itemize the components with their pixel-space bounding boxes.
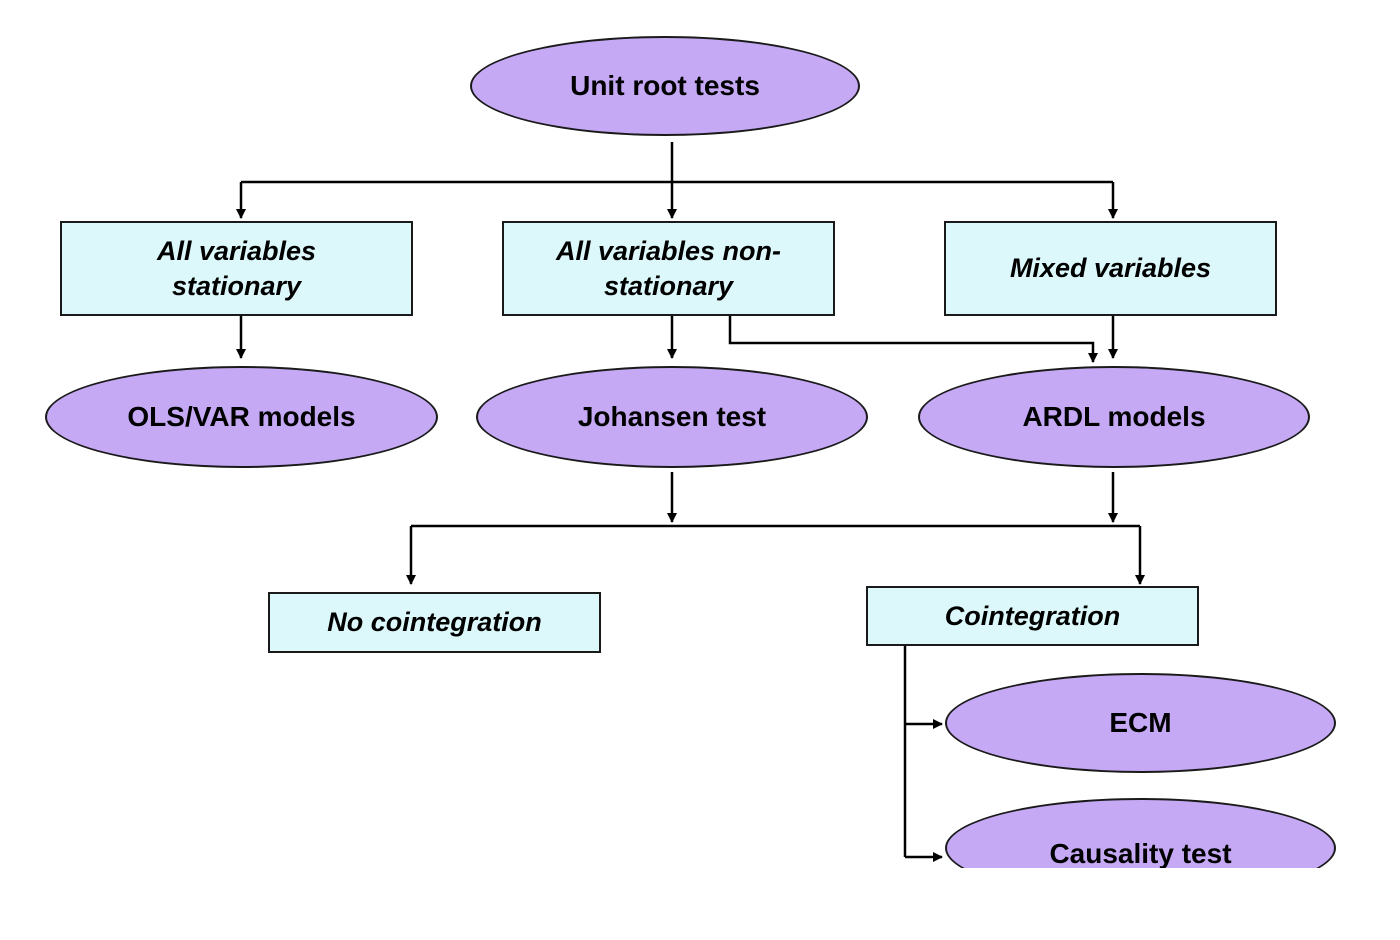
arrow-nonstationary-to-ardl [728, 316, 1098, 363]
node-label: OLS/VAR models [127, 401, 356, 432]
bottom-clip [0, 868, 1400, 940]
node-label: ARDL models [1022, 401, 1206, 432]
node-all-variables-nonstationary: All variables non-stationary [502, 221, 835, 316]
node-unit-root-tests: Unit root tests [470, 36, 860, 136]
node-all-variables-stationary: All variables stationary [60, 221, 413, 316]
node-label: Causality test [1049, 838, 1232, 869]
node-label: All variables stationary [156, 235, 317, 301]
node-no-cointegration: No cointegration [268, 592, 601, 653]
node-label: All variables non-stationary [555, 235, 782, 301]
node-mixed-variables: Mixed variables [944, 221, 1277, 316]
node-label: No cointegration [327, 607, 542, 637]
node-ols-var-models: OLS/VAR models [45, 366, 438, 468]
node-label: Johansen test [577, 401, 767, 432]
node-label: ECM [1109, 707, 1172, 738]
node-label: Cointegration [944, 600, 1121, 631]
node-johansen-test: Johansen test [476, 366, 868, 468]
node-ardl-models: ARDL models [918, 366, 1310, 468]
node-label: Mixed variables [1009, 253, 1212, 283]
node-ecm: ECM [945, 673, 1336, 773]
node-label: Unit root tests [570, 70, 760, 101]
node-cointegration: Cointegration [866, 586, 1199, 646]
